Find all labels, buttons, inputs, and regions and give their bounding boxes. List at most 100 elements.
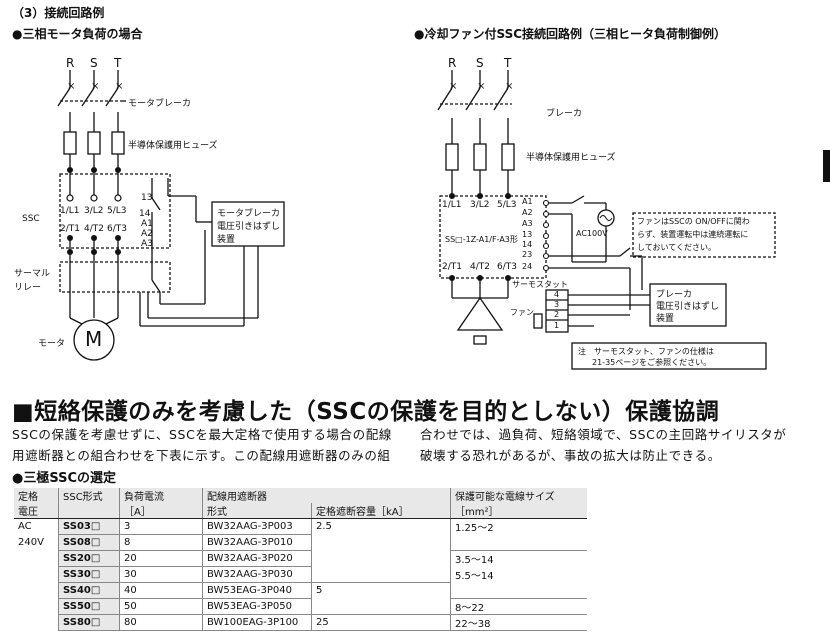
cell-wire: 5.5～14 — [450, 566, 587, 583]
table-row: SS40□ 40 BW53EAG-3P040 5 — [14, 582, 587, 599]
right-phase-t: T — [504, 56, 512, 70]
left-aux-a2: A2 — [141, 229, 153, 239]
left-box-line3: 装置 — [217, 235, 236, 245]
right-thermostat-label: サーモスタット — [512, 280, 568, 289]
cell-model: SS80□ — [58, 614, 120, 631]
fan-term-1: 1 — [554, 321, 560, 330]
fan-term-4: 4 — [554, 290, 560, 299]
cell-breaker: BW53EAG-3P050 — [202, 598, 312, 615]
left-thermal-line2: リレー — [14, 283, 42, 293]
svg-text:×: × — [477, 81, 485, 92]
cell-current: 8 — [119, 534, 203, 551]
cell-current: 20 — [119, 550, 203, 567]
left-box-line2: 電圧引きはずし — [217, 222, 281, 232]
th-current-1: 負荷電流 — [119, 488, 203, 503]
fan-term-2: 2 — [554, 310, 560, 319]
right-term-in-1: 1/L1 — [442, 200, 462, 210]
th-breaker: 配線用遮断器 — [202, 488, 451, 503]
cell-breaker: BW32AAG-3P003 — [202, 518, 312, 535]
left-thermal-line1: サーマル — [14, 269, 51, 279]
svg-text:×: × — [67, 81, 75, 92]
right-term-out-2: 4/T2 — [470, 262, 490, 272]
th-capacity: 定格遮断容量［kA］ — [311, 503, 451, 519]
right-phase-r: R — [448, 56, 457, 70]
cell-model: SS20□ — [58, 550, 120, 567]
right-model-label: SS□-1Z-A1/F-A3形 — [445, 235, 518, 244]
right-note-line3: しておいてください。 — [637, 243, 717, 252]
right-fuse-label: 半導体保護用ヒューズ — [526, 153, 616, 163]
cell-model: SS50□ — [58, 598, 120, 615]
paragraph-left-line2: 用遮断器との組合わせを下表に示す。この配線用遮断器のみの組 — [12, 448, 391, 463]
th-wire-1: 保護可能な電線サイズ — [450, 488, 587, 503]
left-aux-14: 14 — [139, 209, 151, 219]
right-aux-24: 24 — [522, 262, 533, 271]
cell-breaker: BW32AAG-3P010 — [202, 534, 312, 551]
th-model: SSC形式 — [58, 488, 120, 503]
right-aux-a3: A3 — [522, 219, 533, 228]
svg-text:×: × — [115, 81, 123, 92]
left-box-line1: モータブレーカ — [217, 209, 281, 219]
right-note-line2: らず、装置運転中は連続運転に — [637, 230, 749, 239]
cell-current: 50 — [119, 598, 203, 615]
right-footnote-line2: 21-35ページをご参照ください。 — [592, 358, 712, 367]
right-footnote-line1: 注 サーモスタット、ファンの仕様は — [578, 347, 714, 356]
cell-breaker: BW32AAG-3P020 — [202, 550, 312, 567]
svg-text:×: × — [505, 81, 513, 92]
cell-wire — [450, 582, 587, 599]
th-wire-2: ［mm²］ — [450, 503, 587, 519]
motor-symbol: M — [85, 327, 103, 351]
cell-capacity: 2.5 — [311, 518, 451, 535]
cell-wire — [450, 534, 587, 551]
cell-capacity: 5 — [311, 582, 451, 599]
left-aux-a3: A3 — [141, 239, 153, 249]
svg-text:×: × — [449, 81, 457, 92]
section-heading: （3）接続回路例 — [12, 6, 105, 20]
th-rating-1: 定格 — [14, 488, 59, 503]
cell-breaker: BW53EAG-3P040 — [202, 582, 312, 599]
main-title: ■短絡保護のみを考慮した（SSCの保護を目的としない）保護協調 — [12, 399, 720, 425]
left-term-in-2: 3/L2 — [84, 206, 104, 216]
right-supply-label: AC100V — [576, 229, 608, 238]
right-phase-s: S — [476, 56, 484, 70]
fan-term-3: 3 — [554, 300, 560, 309]
right-term-in-2: 3/L2 — [470, 200, 490, 210]
right-aux-a2: A2 — [522, 208, 533, 217]
left-phase-s: S — [90, 56, 98, 70]
selection-table: 定格 SSC形式 負荷電流 配線用遮断器 保護可能な電線サイズ 電圧 ［A］ 形… — [14, 488, 587, 631]
cell-capacity: 25 — [311, 614, 451, 631]
cell-current: 40 — [119, 582, 203, 599]
cell-capacity — [311, 566, 451, 583]
right-term-out-1: 2/T1 — [442, 262, 462, 272]
cell-capacity — [311, 550, 451, 567]
left-term-out-1: 2/T1 — [60, 224, 80, 234]
paragraph-left: SSCの保護を考慮せずに、SSCを最大定格で使用する場合の配線 用遮断器との組合… — [12, 424, 407, 466]
th-current-2: ［A］ — [119, 503, 203, 519]
table-row: SS50□ 50 BW53EAG-3P050 8～22 — [14, 598, 587, 615]
cell-current: 3 — [119, 518, 203, 535]
cell-wire: 1.25～2 — [450, 518, 587, 535]
cell-wire: 8～22 — [450, 598, 587, 615]
paragraph-left-line1: SSCの保護を考慮せずに、SSCを最大定格で使用する場合の配線 — [12, 427, 392, 442]
left-breaker-label: モータブレーカ — [128, 99, 192, 109]
right-term-out-3: 6/T3 — [497, 262, 517, 272]
left-phase-t: T — [114, 56, 122, 70]
cell-wire: 22～38 — [450, 614, 587, 631]
cell-model: SS40□ — [58, 582, 120, 599]
th-breaker-model: 形式 — [202, 503, 312, 519]
table-row: SS20□ 20 BW32AAG-3P020 3.5～14 — [14, 550, 587, 567]
th-rating-2: 電圧 — [14, 503, 59, 519]
table-row: 240V SS08□ 8 BW32AAG-3P010 — [14, 534, 587, 551]
cell-breaker: BW100EAG-3P100 — [202, 614, 312, 631]
cell-model: SS08□ — [58, 534, 120, 551]
svg-text:×: × — [91, 81, 99, 92]
left-ssc-label: SSC — [22, 214, 40, 224]
right-box-line3: 装置 — [656, 314, 675, 324]
left-aux-13: 13 — [141, 193, 153, 203]
cell-capacity — [311, 598, 451, 615]
cell-model: SS30□ — [58, 566, 120, 583]
selection-subtitle: ●三極SSCの選定 — [12, 471, 117, 486]
table-row: SS80□ 80 BW100EAG-3P100 25 22～38 — [14, 614, 587, 631]
left-motor-label: モータ — [38, 339, 66, 349]
cell-breaker: BW32AAG-3P030 — [202, 566, 312, 583]
table-row: SS30□ 30 BW32AAG-3P030 5.5～14 — [14, 566, 587, 583]
